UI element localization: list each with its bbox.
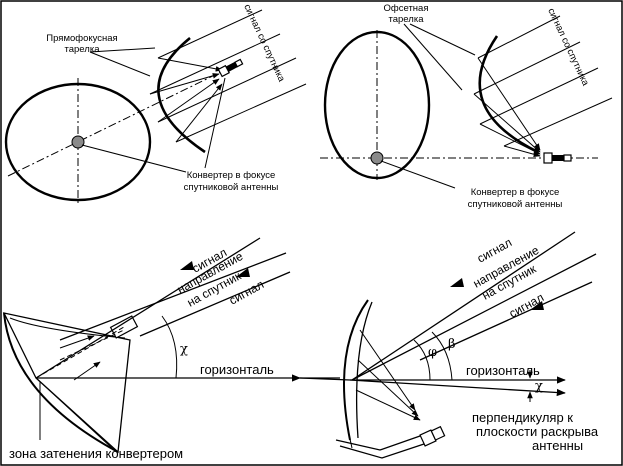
angle-chi-label: χ xyxy=(535,379,543,394)
offset-dish-label-line1: Офсетная xyxy=(384,3,429,14)
signal-ray xyxy=(473,41,581,95)
leader-line xyxy=(403,23,463,91)
prime-focus-label-line1: Прямофокусная xyxy=(46,33,117,44)
signal-ray xyxy=(477,15,561,59)
signal-label: сигнал xyxy=(507,290,546,320)
dish-center-point xyxy=(370,151,384,165)
angle-chi-label: χ xyxy=(180,342,188,357)
offset-panel: Офсетная тарелка сигнал со спутника Конв… xyxy=(320,3,613,210)
reflected-ray xyxy=(359,329,416,411)
reflected-ray xyxy=(477,57,541,151)
perpendicular-label-line2: плоскости раскрыва xyxy=(476,424,599,439)
leader-line xyxy=(380,160,456,189)
prime-focus-panel: Прямофокусная тарелка сигнал со спутника… xyxy=(4,3,307,205)
offset-dish-inner xyxy=(355,301,373,439)
converter-lnb-icon xyxy=(543,152,572,164)
dish-center-point xyxy=(71,135,85,149)
angle-phi-label: φ xyxy=(428,345,437,360)
direction-line xyxy=(59,252,287,341)
horizontal-connector xyxy=(299,377,351,381)
reflected-ray xyxy=(479,123,541,155)
offset-dish-profile xyxy=(478,35,539,154)
prime-focus-label-line2: тарелка xyxy=(65,44,101,55)
perpendicular-label-line3: антенны xyxy=(532,438,583,453)
dish-rim xyxy=(3,312,119,453)
internal-ray xyxy=(35,326,125,379)
signal-arrow xyxy=(450,278,464,287)
perpendicular-line xyxy=(349,379,566,397)
signal-from-satellite-label: сигнал со спутника xyxy=(241,3,287,85)
internal-ray xyxy=(59,329,125,361)
converter-label-line1: Конвертер в фокусе xyxy=(187,170,276,181)
offset-dish-label-line2: тарелка xyxy=(389,14,425,25)
converter-lnb-icon xyxy=(217,58,244,78)
reflected-ray xyxy=(149,73,220,95)
leader-line xyxy=(89,47,156,53)
horizontal-label: горизонталь xyxy=(466,363,540,378)
mount-arm xyxy=(335,435,421,451)
signal-arrow xyxy=(530,301,544,310)
signal-line xyxy=(419,281,593,361)
offset-dish-rim xyxy=(343,299,369,441)
reflected-ray xyxy=(473,93,541,153)
angle-arc-phi xyxy=(413,339,431,381)
converter-label-line2: спутниковой антенны xyxy=(184,182,279,193)
reflected-ray xyxy=(175,83,223,143)
leader-line xyxy=(89,51,151,77)
reflected-ray xyxy=(157,78,220,123)
signal-from-satellite-label: сигнал со спутника xyxy=(545,7,591,89)
prime-focus-elevation-panel: χ сигнал направление на спутник сигнал г… xyxy=(2,237,340,461)
leader-line xyxy=(409,23,476,56)
signal-ray xyxy=(149,33,281,95)
mount-arm xyxy=(339,443,425,459)
converter-lnb-icon xyxy=(419,425,446,447)
focus-axis xyxy=(7,69,226,177)
prime-focus-dish-profile xyxy=(157,36,206,154)
angle-arc xyxy=(161,315,178,379)
direction-line xyxy=(351,253,597,381)
perpendicular-label-line1: перпендикуляр к xyxy=(472,410,573,425)
dish-support xyxy=(347,429,353,449)
leader-line xyxy=(81,144,187,173)
dish-support xyxy=(35,377,113,449)
signal-ray xyxy=(479,67,599,125)
reflected-ray xyxy=(503,145,541,158)
angle-beta-label: β xyxy=(448,337,456,352)
signal-ray xyxy=(157,57,297,123)
signal-line xyxy=(351,231,576,381)
signal-arrow xyxy=(236,268,250,277)
signal-line xyxy=(35,237,261,379)
horizontal-label: горизонталь xyxy=(200,362,274,377)
converter-label-line2: спутниковой антенны xyxy=(468,199,563,210)
shadow-zone-label: зона затенения конвертером xyxy=(9,446,183,461)
reflected-ray xyxy=(355,389,421,421)
reflected-ray xyxy=(357,359,419,417)
converter-label-line1: Конвертер в фокусе xyxy=(471,187,560,198)
offset-elevation-panel: φ β χ сигнал направление на спутник сигн… xyxy=(299,231,599,459)
angle-arc-beta xyxy=(431,331,453,381)
reflected-ray xyxy=(157,57,223,72)
leader-line xyxy=(204,77,226,169)
signal-line xyxy=(139,271,291,337)
dish-side-body xyxy=(2,312,131,454)
signal-ray xyxy=(503,97,613,147)
signal-ray xyxy=(157,9,263,59)
internal-ray xyxy=(59,335,95,349)
signal-ray xyxy=(175,83,307,143)
signal-arrow xyxy=(180,261,194,270)
internal-ray xyxy=(73,361,101,381)
